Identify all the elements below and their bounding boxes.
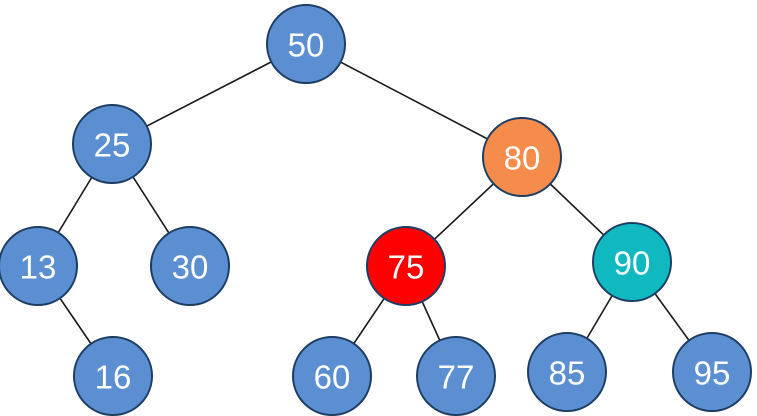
node-label-30: 30 bbox=[172, 249, 209, 286]
tree-node-25: 25 bbox=[72, 104, 152, 184]
node-circle-25 bbox=[72, 104, 152, 184]
node-circle-85 bbox=[527, 332, 607, 412]
node-label-16: 16 bbox=[95, 359, 132, 396]
node-circle-16 bbox=[73, 336, 153, 416]
tree-node-77: 77 bbox=[416, 336, 496, 416]
tree-edges bbox=[37, 43, 713, 377]
tree-node-75: 75 bbox=[366, 226, 446, 306]
tree-node-85: 85 bbox=[527, 332, 607, 412]
node-circle-50 bbox=[266, 4, 346, 84]
tree-node-30: 30 bbox=[150, 226, 230, 306]
node-label-60: 60 bbox=[314, 359, 351, 396]
tree-nodes: 50 25 80 13 30 75 90 16 60 77 85 95 bbox=[0, 4, 752, 416]
node-label-77: 77 bbox=[438, 359, 475, 396]
tree-node-80: 80 bbox=[482, 117, 562, 197]
node-circle-95 bbox=[672, 332, 752, 412]
node-circle-30 bbox=[150, 226, 230, 306]
node-circle-13 bbox=[0, 226, 78, 306]
tree-node-90: 90 bbox=[592, 222, 672, 302]
node-label-85: 85 bbox=[549, 355, 586, 392]
tree-node-95: 95 bbox=[672, 332, 752, 412]
node-label-80: 80 bbox=[504, 140, 541, 177]
node-circle-60 bbox=[292, 336, 372, 416]
node-label-95: 95 bbox=[694, 355, 731, 392]
tree-node-16: 16 bbox=[73, 336, 153, 416]
tree-node-50: 50 bbox=[266, 4, 346, 84]
tree-node-60: 60 bbox=[292, 336, 372, 416]
node-label-25: 25 bbox=[94, 127, 131, 164]
node-circle-90 bbox=[592, 222, 672, 302]
node-label-13: 13 bbox=[20, 249, 57, 286]
node-label-90: 90 bbox=[614, 245, 651, 282]
tree-node-13: 13 bbox=[0, 226, 78, 306]
node-circle-80 bbox=[482, 117, 562, 197]
node-label-50: 50 bbox=[288, 27, 325, 64]
edge-50-80 bbox=[305, 43, 523, 158]
node-circle-75 bbox=[366, 226, 446, 306]
node-label-75: 75 bbox=[388, 249, 425, 286]
node-circle-77 bbox=[416, 336, 496, 416]
